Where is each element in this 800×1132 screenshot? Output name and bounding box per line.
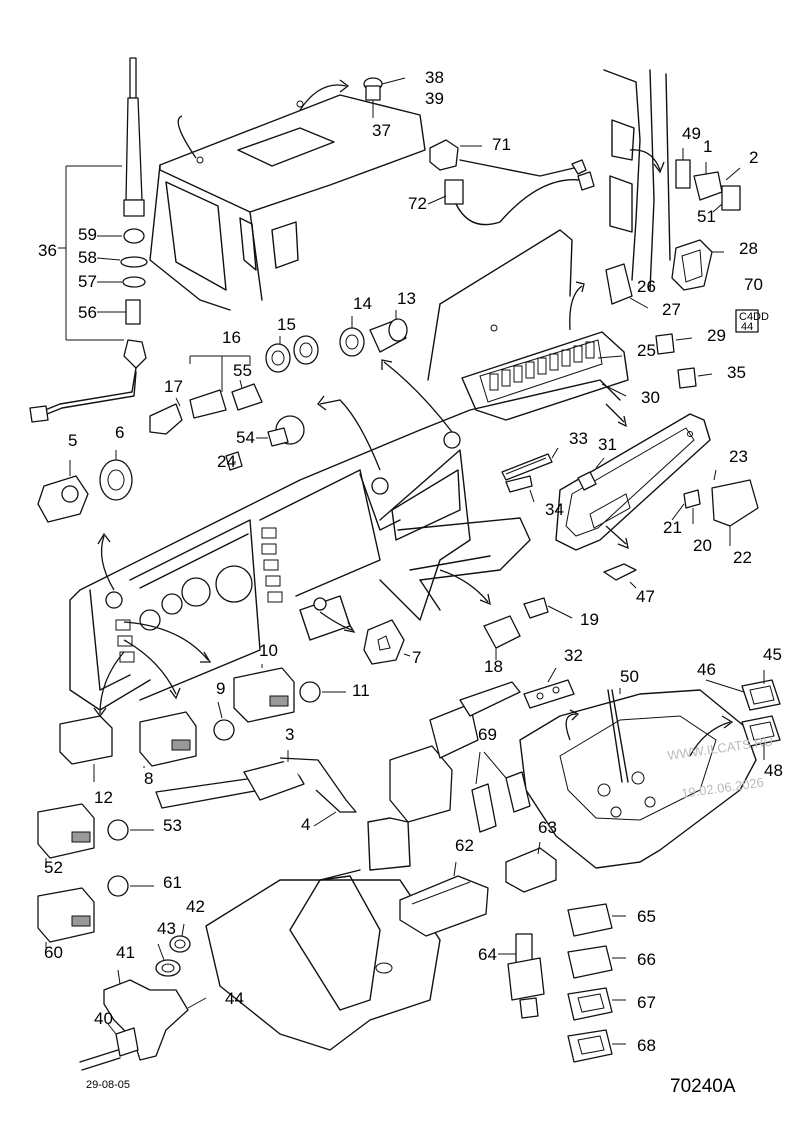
callout-67: 67: [637, 993, 656, 1012]
callout-16: 16: [222, 328, 241, 347]
callout-53: 53: [163, 816, 182, 835]
watermark-site: WWW.ILCATS.RU: [666, 733, 774, 763]
callout-57: 57: [78, 272, 97, 291]
callout-29: 29: [707, 326, 726, 345]
callout-38: 38: [425, 68, 444, 87]
callout-58: 58: [78, 248, 97, 267]
sensor-71-72: [427, 139, 595, 226]
callout-18: 18: [484, 657, 503, 676]
callout-31: 31: [598, 435, 617, 454]
callout-19: 19: [580, 610, 599, 629]
callout-9: 9: [216, 679, 225, 698]
callout-1: 1: [703, 137, 712, 156]
callout-24: 24: [217, 452, 236, 471]
callout-33: 33: [569, 429, 588, 448]
callout-61: 61: [163, 873, 182, 892]
callout-44: 44: [225, 989, 244, 1008]
callout-69: 69: [478, 725, 497, 744]
callout-8: 8: [144, 769, 153, 788]
callout-42: 42: [186, 897, 205, 916]
callout-71: 71: [492, 135, 511, 154]
relay-panel: [427, 229, 649, 421]
glovebox-door: [555, 403, 759, 589]
parts-33-34: [501, 447, 559, 503]
callout-32: 32: [564, 646, 583, 665]
callout-40: 40: [94, 1009, 113, 1028]
switch-parts-left: [37, 310, 408, 523]
callout-68: 68: [637, 1036, 656, 1055]
callout-15: 15: [277, 315, 296, 334]
callout-7: 7: [412, 648, 421, 667]
callout-37: 37: [372, 121, 391, 140]
callout-72: 72: [408, 194, 427, 213]
dashboard: [69, 359, 621, 718]
callout-46: 46: [697, 660, 716, 679]
part-70-label-a: C4DD: [739, 311, 769, 323]
callout-41: 41: [116, 943, 135, 962]
watermark-date: 19.02.06.2026: [680, 775, 764, 801]
floor-panel: [471, 667, 781, 893]
callout-17: 17: [164, 377, 183, 396]
callout-22: 22: [733, 548, 752, 567]
callout-5: 5: [68, 431, 77, 450]
callout-34: 34: [545, 500, 564, 519]
callout-20: 20: [693, 536, 712, 555]
relay-fuses: [489, 341, 595, 391]
callout-66: 66: [637, 950, 656, 969]
callout-12: 12: [94, 788, 113, 807]
date-label: 29-08-05: [86, 1079, 130, 1091]
cab-roof: [149, 94, 426, 311]
callout-64: 64: [478, 945, 497, 964]
callout-59: 59: [78, 225, 97, 244]
callout-56: 56: [78, 303, 97, 322]
antenna-assembly: [29, 57, 148, 423]
part-70-label-b: 44: [741, 321, 753, 333]
callout-54: 54: [236, 428, 255, 447]
callout-45: 45: [763, 645, 782, 664]
callout-63: 63: [538, 818, 557, 837]
callout-11: 11: [352, 681, 370, 700]
callout-30: 30: [641, 388, 660, 407]
callout-4: 4: [301, 815, 310, 834]
callout-27: 27: [662, 300, 681, 319]
parts-28-29-35-70: C4DD 44: [655, 239, 769, 389]
callout-3: 3: [285, 725, 294, 744]
steering-column-stalk: [155, 681, 521, 871]
callout-50: 50: [620, 667, 639, 686]
callout-10: 10: [259, 641, 278, 660]
floor-tunnel: [205, 861, 489, 1051]
callout-13: 13: [397, 289, 416, 308]
drawing-number: 70240A: [670, 1076, 736, 1097]
part-37-38-39: [177, 77, 406, 159]
callout-65: 65: [637, 907, 656, 926]
callout-39: 39: [425, 89, 444, 108]
bracket-40-44: [79, 923, 207, 1071]
switch-parts-center: [363, 597, 573, 665]
callout-26: 26: [637, 277, 656, 296]
callout-60: 60: [44, 943, 63, 962]
callout-28: 28: [739, 239, 758, 258]
rocker-switches: [37, 664, 346, 948]
right-pillar: [603, 69, 741, 291]
callout-55: 55: [233, 361, 252, 380]
callout-70: 70: [744, 275, 763, 294]
callout-48: 48: [764, 761, 783, 780]
callout-23: 23: [729, 447, 748, 466]
callout-43: 43: [157, 919, 176, 938]
callout-6: 6: [115, 423, 124, 442]
callout-35: 35: [727, 363, 746, 382]
callout-52: 52: [44, 858, 63, 877]
callout-51: 51: [697, 207, 716, 226]
callout-25: 25: [637, 341, 656, 360]
callout-49: 49: [682, 124, 701, 143]
brake-switch-covers: [498, 903, 626, 1063]
callout-21: 21: [663, 518, 682, 537]
callout-14: 14: [353, 294, 372, 313]
callout-36: 36: [38, 241, 57, 260]
callout-47: 47: [636, 587, 655, 606]
callout-62: 62: [455, 836, 474, 855]
callout-2: 2: [749, 148, 758, 167]
